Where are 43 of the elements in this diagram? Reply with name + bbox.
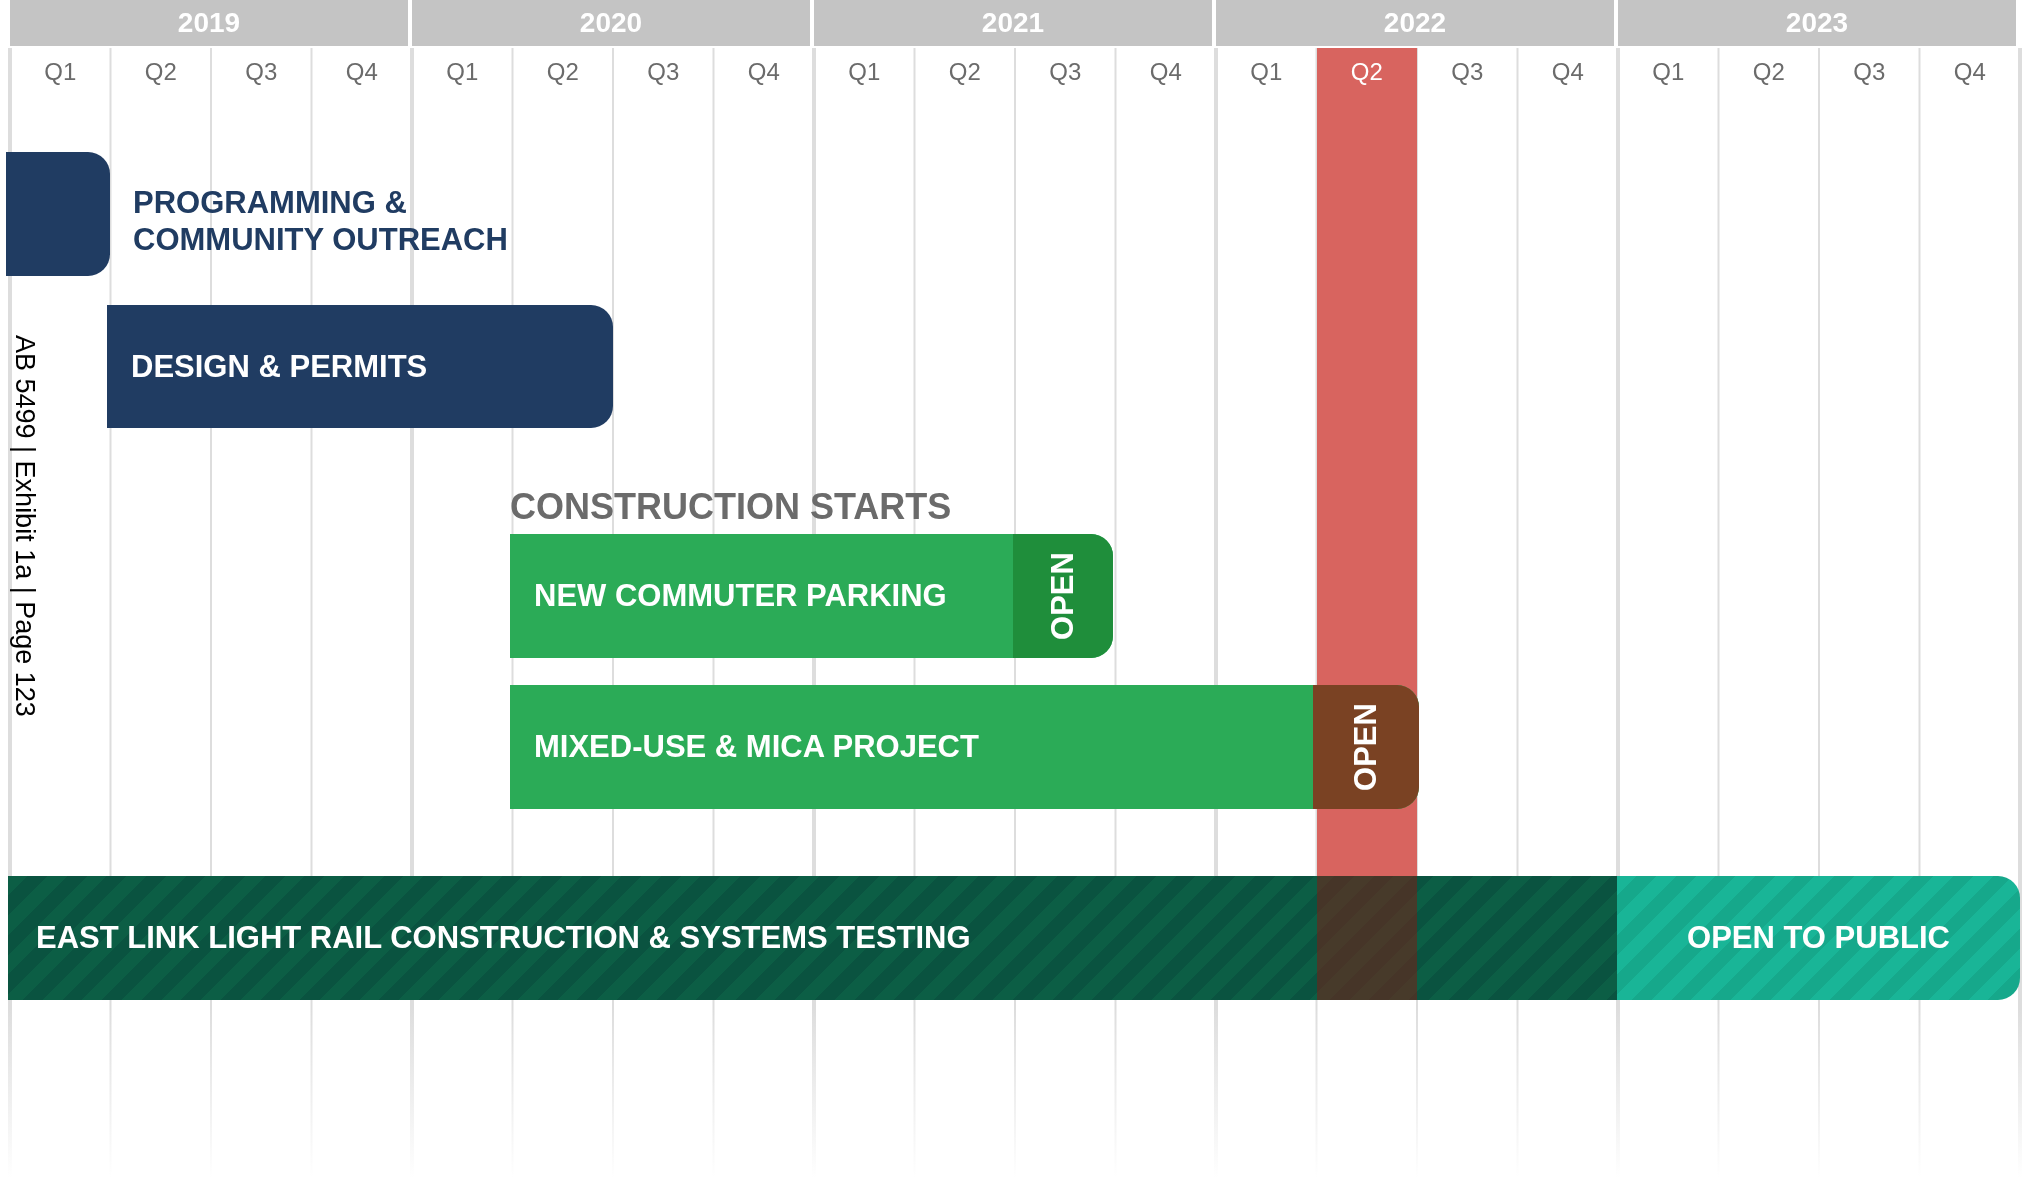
quarter-label: Q3: [1048, 58, 1083, 86]
status-label: OPEN: [1045, 552, 1081, 640]
status-label: OPEN: [1348, 703, 1384, 791]
quarter-label: Q3: [646, 58, 681, 86]
bar-label: EAST LINK LIGHT RAIL CONSTRUCTION & SYSTEMS TESTING: [36, 920, 971, 956]
bar-label: PROGRAMMING & COMMUNITY OUTREACH: [133, 184, 509, 258]
milestone-block: [1013, 534, 1113, 658]
year-header: 2020: [412, 0, 810, 46]
timeline-bar: [107, 305, 613, 428]
bar-label: OPEN TO PUBLIC: [1687, 920, 1950, 956]
year-header: 2021: [814, 0, 1212, 46]
milestone-block: [1313, 685, 1419, 809]
year-header: 2023: [1618, 0, 2016, 46]
quarter-label: Q1: [1249, 58, 1284, 86]
quarter-label: Q3: [1450, 58, 1485, 86]
quarter-label: Q2: [143, 58, 178, 86]
quarter-label: Q1: [1651, 58, 1686, 86]
quarter-label: Q2: [947, 58, 982, 86]
quarter-label: Q4: [1550, 58, 1585, 86]
quarter-label: Q4: [1952, 58, 1987, 86]
quarter-label: Q3: [1852, 58, 1887, 86]
quarter-label: Q4: [344, 58, 379, 86]
timeline-bar: [6, 152, 110, 276]
quarter-label: Q4: [1148, 58, 1183, 86]
quarter-label: Q4: [746, 58, 781, 86]
quarter-label: Q1: [445, 58, 480, 86]
quarter-label: Q3: [244, 58, 279, 86]
bar-label: NEW COMMUTER PARKING: [534, 578, 947, 614]
timeline-bar: [1617, 876, 2020, 1000]
bar-label: MIXED-USE & MICA PROJECT: [534, 729, 979, 765]
timeline-bar: [510, 685, 1419, 809]
quarter-label: Q2: [545, 58, 580, 86]
timeline-bar: [8, 876, 1617, 1000]
year-header: 2022: [1216, 0, 1614, 46]
quarter-label: Q2: [1349, 58, 1384, 86]
bar-label: DESIGN & PERMITS: [131, 348, 428, 385]
timeline-bar: [510, 534, 1113, 658]
quarter-label: Q2: [1751, 58, 1786, 86]
quarter-label: Q1: [847, 58, 882, 86]
quarter-label: Q1: [43, 58, 78, 86]
milestone-label: CONSTRUCTION STARTS: [510, 486, 952, 528]
page-note: AB 5499 | Exhibit 1a | Page 123: [9, 335, 40, 717]
year-header: 2019: [10, 0, 408, 46]
